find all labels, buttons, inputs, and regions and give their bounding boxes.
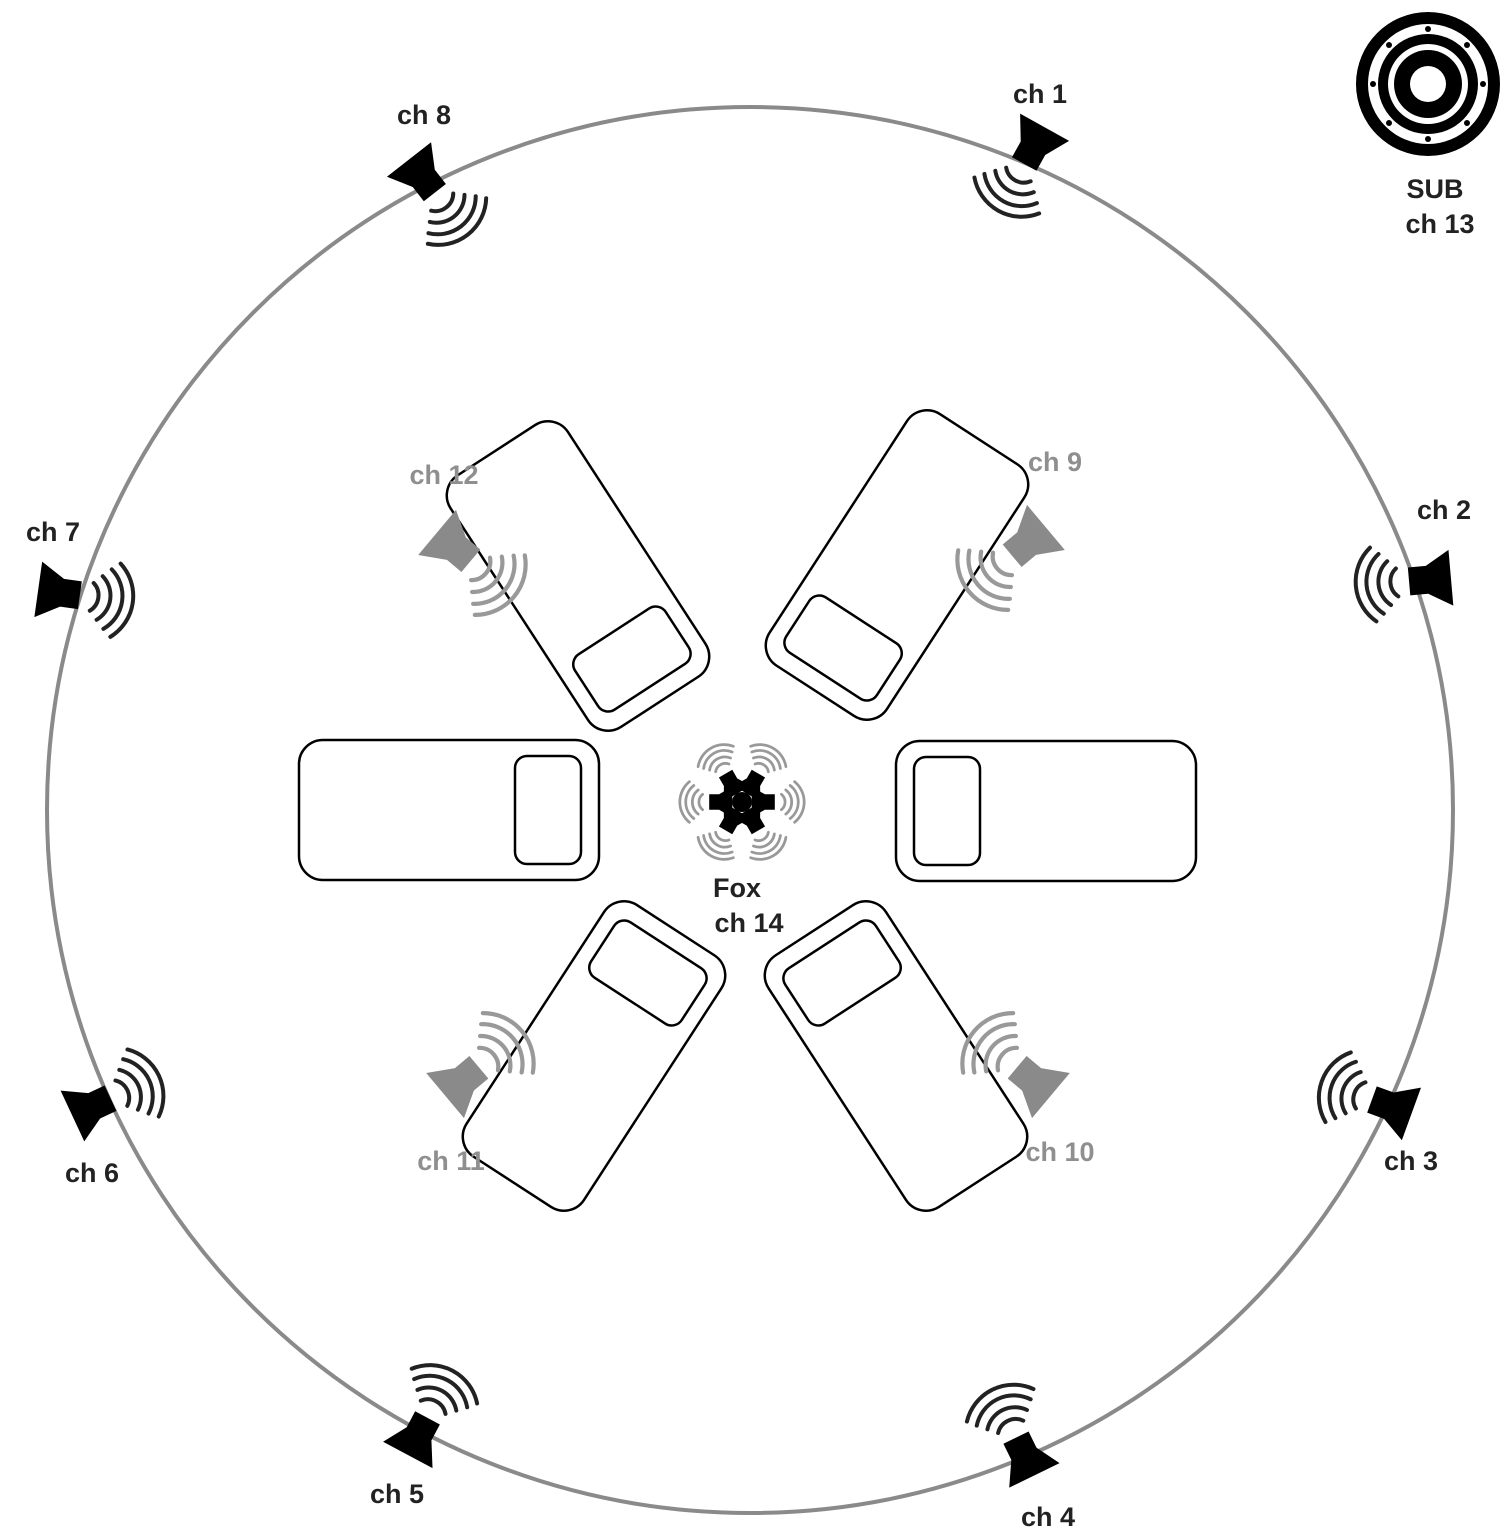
speaker-label-ch11: ch 11: [417, 1146, 485, 1176]
speaker-label-ch8: ch 8: [397, 100, 451, 130]
speaker-icon: [57, 1042, 175, 1149]
car-lower-right: [756, 892, 1037, 1220]
car-left: [299, 740, 599, 880]
speaker-label-ch6: ch 6: [65, 1158, 119, 1188]
omni-speaker-icon: [680, 738, 804, 866]
speaker-icon: [966, 109, 1077, 228]
speaker-label-ch5: ch 5: [370, 1479, 424, 1509]
speaker-label-ch3: ch 3: [1384, 1146, 1438, 1176]
fox-label-line1: Fox: [713, 873, 761, 903]
speaker-icon: [412, 503, 539, 627]
speaker-label-ch7: ch 7: [26, 517, 80, 547]
speaker-icon: [420, 1001, 547, 1125]
speaker-label-ch12: ch 12: [409, 460, 478, 490]
speaker-label-ch4: ch 4: [1021, 1502, 1075, 1530]
speaker-icon: [33, 553, 138, 640]
car-right: [896, 741, 1196, 881]
speaker-label-ch10: ch 10: [1025, 1137, 1094, 1167]
fox-label-line2: ch 14: [714, 908, 783, 938]
speaker-label-ch1: ch 1: [1013, 79, 1067, 109]
speaker-icon: [944, 498, 1071, 622]
subwoofer-label-line1: SUB: [1406, 174, 1463, 204]
speaker-icon: [380, 137, 497, 258]
subwoofer-icon: [1356, 12, 1500, 156]
speaker-label-ch9: ch 9: [1028, 447, 1082, 477]
subwoofer-label-line2: ch 13: [1405, 209, 1474, 239]
speaker-label-ch2: ch 2: [1417, 495, 1471, 525]
